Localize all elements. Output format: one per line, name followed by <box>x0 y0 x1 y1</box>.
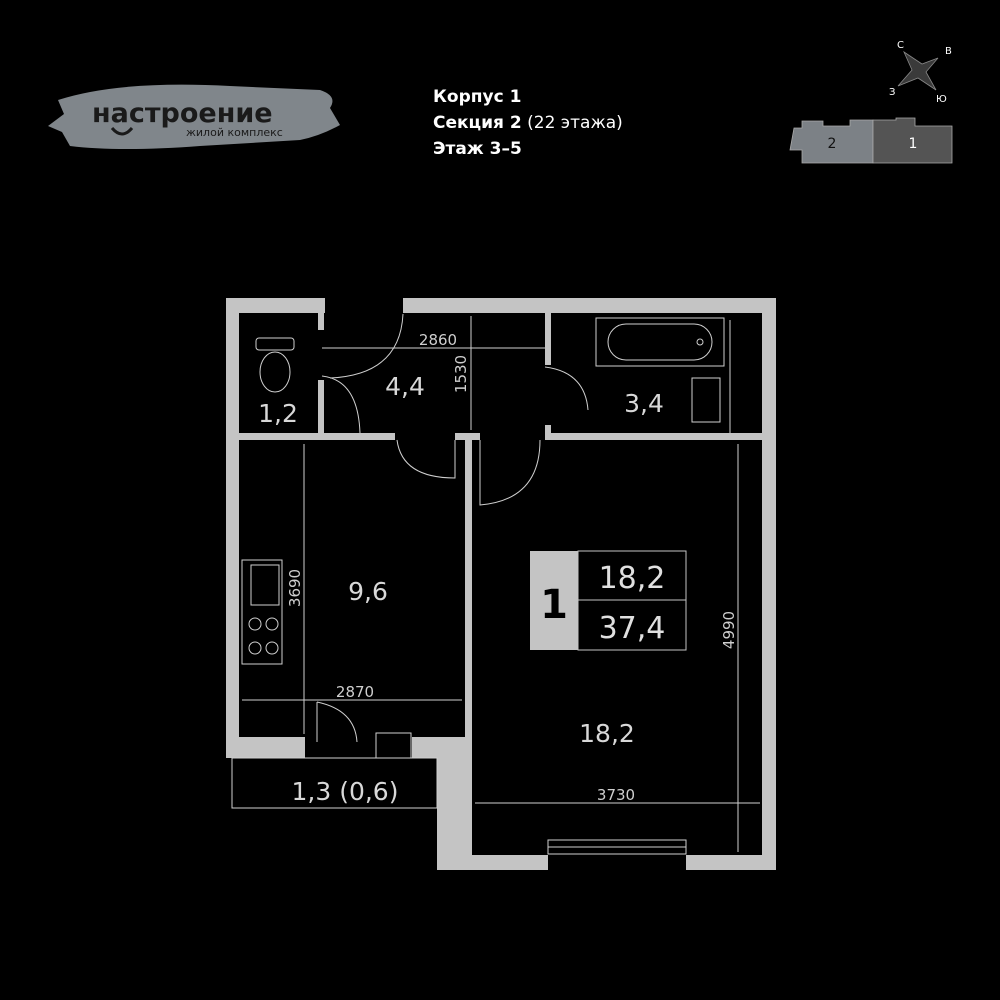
room-kitchen-area: 9,6 <box>348 577 388 606</box>
room-bathroom-area: 3,4 <box>624 389 664 418</box>
room-count: 1 <box>540 582 568 628</box>
dim-hall-depth: 1530 <box>452 355 470 393</box>
dim-hall-width: 2860 <box>419 331 457 349</box>
sink <box>691 377 721 423</box>
section-map: 2 1 <box>789 117 953 164</box>
dim-kitchen-width: 2870 <box>336 683 374 701</box>
living-door <box>479 439 541 506</box>
logo-name: настроение <box>92 98 273 129</box>
compass-east: В <box>945 46 952 57</box>
living-area-total: 18,2 <box>599 561 666 596</box>
building-label: Корпус 1 <box>433 87 522 107</box>
room-balcony-area: 1,3 (0,6) <box>292 777 399 806</box>
room-hall-area: 4,4 <box>385 372 425 401</box>
section-floors: (22 этажа) <box>521 113 623 133</box>
section-2-label: 2 <box>828 136 837 152</box>
balcony-door <box>316 701 358 743</box>
bathtub <box>595 317 725 367</box>
balcony-outline <box>231 757 438 809</box>
total-area: 37,4 <box>599 611 666 646</box>
fixtures <box>231 313 760 855</box>
room-toilet-area: 1,2 <box>258 399 298 428</box>
room-living-area: 18,2 <box>579 719 635 748</box>
toilet-door <box>321 375 361 434</box>
radiator <box>375 732 412 759</box>
section-1-label: 1 <box>909 136 918 152</box>
compass-south: Ю <box>936 94 947 105</box>
section-2[interactable] <box>789 119 874 164</box>
logo: настроение жилой комплекс <box>48 84 340 149</box>
dim-living-depth: 4990 <box>720 611 738 649</box>
compass-west: З <box>889 87 895 98</box>
bathroom-door <box>544 366 589 411</box>
dim-kitchen-depth: 3690 <box>286 569 304 607</box>
section-label: Секция 2 <box>433 113 522 133</box>
compass-icon: С В З Ю <box>889 40 952 105</box>
apartment-info: Корпус 1 Секция 2 (22 этажа) Этаж 3–5 <box>433 84 623 162</box>
entrance-door <box>329 313 404 379</box>
dim-living-width: 3730 <box>597 786 635 804</box>
section-1[interactable] <box>872 117 953 164</box>
kitchen-door <box>396 439 456 479</box>
floor-label: Этаж 3–5 <box>433 139 522 159</box>
kitchen-unit <box>241 559 283 665</box>
compass-north: С <box>897 40 904 51</box>
toilet-fixture <box>255 337 295 351</box>
apartment-summary: 1 18,2 37,4 <box>530 550 687 651</box>
logo-subtitle: жилой комплекс <box>186 126 283 139</box>
